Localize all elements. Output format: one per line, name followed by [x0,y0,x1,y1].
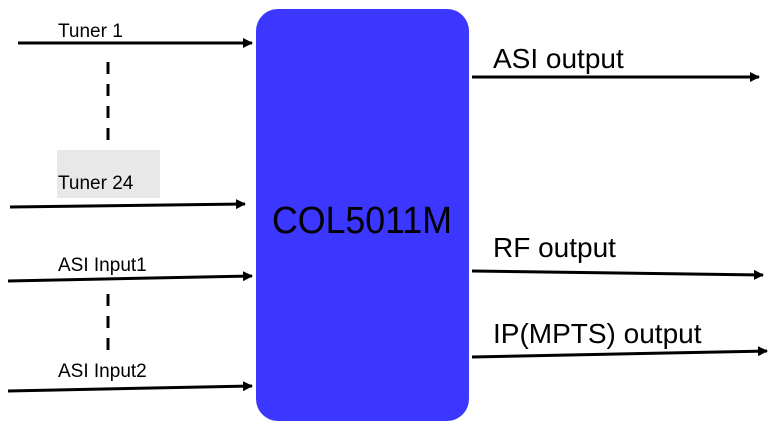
output-asi: ASI output [472,43,760,82]
col5011m-block-label: COL5011M [272,200,452,242]
output-ip-mpts: IP(MPTS) output [471,318,768,359]
input-tuner-24: Tuner 24 [9,150,246,210]
output-label: RF output [493,232,616,263]
input-asi-input2: ASI Input2 [7,361,253,393]
input-label: Tuner 1 [58,21,123,42]
output-label: IP(MPTS) output [493,318,702,349]
output-arrow [471,346,768,359]
input-label: Tuner 24 [58,173,134,194]
input-arrow [7,381,253,393]
input-asi-input1: ASI Input1 [7,255,253,283]
output-rf: RF output [471,232,764,280]
input-arrow [7,271,253,283]
input-arrow [9,199,246,210]
output-label: ASI output [493,43,624,74]
input-tuner-1: Tuner 1 [18,21,253,48]
label-highlight [57,150,160,198]
input-label: ASI Input1 [58,255,147,276]
input-label: ASI Input2 [58,361,147,382]
col5011m-block [256,9,469,421]
output-arrow [471,269,764,280]
